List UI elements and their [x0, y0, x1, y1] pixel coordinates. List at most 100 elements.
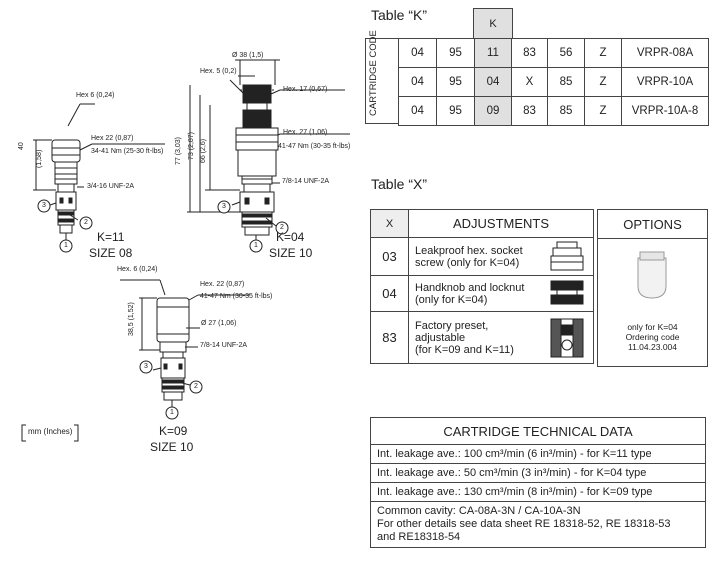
k04-diameter-label: Ø 38 (1,5) — [232, 52, 264, 59]
k11-size-label: SIZE 08 — [89, 246, 133, 260]
table-x: X ADJUSTMENTS 03 Leakproof hex. socket s… — [370, 209, 594, 364]
table-row: Int. leakage ave.: 130 cm³/min (8 in³/mi… — [370, 482, 706, 502]
table-row: Int. leakage ave.: 100 cm³/min (6 in³/mi… — [370, 444, 706, 464]
table-row: 04 95 11 83 56 Z VRPR-08A — [398, 38, 709, 68]
port-1-marker — [249, 239, 263, 253]
table-row: 04 Handknob and locknut (only for K=04) — [370, 275, 594, 312]
adjustment-line: (for K=09 and K=11) — [415, 343, 514, 356]
table-cell-k: 04 — [474, 67, 512, 97]
table-cell: 95 — [436, 38, 475, 68]
table-cell: 95 — [436, 96, 475, 126]
handknob-icon — [550, 280, 584, 305]
table-row: Common cavity: CA-08A-3N / CA-10A-3N For… — [370, 501, 706, 548]
port-1-marker — [165, 406, 179, 420]
table-row: 04 95 09 83 85 Z VRPR-10A-8 — [398, 96, 709, 126]
adjustment-line: (only for K=04) — [415, 293, 488, 306]
options-box: OPTIONS only for K=04 Ordering code 11.0… — [597, 209, 708, 367]
k11-hex6-label: Hex 6 (0,24) — [76, 92, 115, 99]
adjustment-line: Leakproof hex. socket — [415, 244, 523, 257]
adjustment-line: Handknob and locknut — [415, 281, 525, 294]
adjustment-line: Factory preset, — [415, 319, 489, 332]
k04-torque-label: 41-47 Nm (30-35 ft-lbs) — [278, 143, 351, 150]
tech-note: Common cavity: CA-08A-3N / CA-10A-3N — [377, 505, 581, 517]
port-2-marker — [79, 216, 93, 230]
tech-row: Int. leakage ave.: 130 cm³/min (8 in³/mi… — [370, 482, 706, 502]
adjustment-line: adjustable — [415, 331, 466, 344]
table-k-row-header-label: CARTRIDGE CODE — [368, 30, 379, 116]
tech-note: For other details see data sheet RE 1831… — [377, 518, 671, 530]
table-cell-code: VRPR-10A — [621, 67, 709, 97]
k09-torque-label: 41-47 Nm (30-35 ft-lbs) — [200, 293, 273, 300]
port-3-marker — [139, 360, 153, 374]
port-label: 3 — [222, 203, 226, 210]
k09-hex22-label: Hex. 22 (0,87) — [200, 281, 245, 288]
port-2-marker — [275, 221, 289, 235]
tech-row: Int. leakage ave.: 100 cm³/min (6 in³/mi… — [370, 444, 706, 464]
k09-diameter-label: Ø 27 (1,06) — [201, 320, 237, 327]
table-cell: Z — [584, 38, 622, 68]
table-row: Int. leakage ave.: 50 cm³/min (3 in³/min… — [370, 463, 706, 483]
table-cell-k: 09 — [474, 96, 512, 126]
port-label: 3 — [42, 202, 46, 209]
options-line: only for K=04 — [627, 322, 678, 332]
table-cell: 85 — [547, 67, 585, 97]
port-label: 1 — [170, 409, 174, 416]
k09-thread-label: 7/8-14 UNF-2A — [200, 342, 248, 349]
port-3-marker — [217, 200, 231, 214]
k04-height-73: 73 (2,87) — [188, 131, 195, 160]
options-line: Ordering code — [625, 332, 680, 342]
table-cell-code: VRPR-10A-8 — [621, 96, 709, 126]
table-cell: 95 — [436, 67, 475, 97]
cartridge-k11-outline — [51, 139, 81, 234]
table-cell: 04 — [398, 38, 437, 68]
adjustment-cell: Leakproof hex. socket screw (only for K=… — [408, 237, 594, 276]
table-k-title: Table “K” — [371, 7, 428, 23]
table-cell: 56 — [547, 38, 585, 68]
table-cell: Z — [584, 67, 622, 97]
tech-row: Int. leakage ave.: 50 cm³/min (3 in³/min… — [370, 463, 706, 483]
options-line: 11.04.23.004 — [628, 342, 677, 352]
adjustment-cell: Handknob and locknut (only for K=04) — [408, 275, 594, 312]
adjustment-line: screw (only for K=04) — [415, 256, 520, 269]
table-cell-k: 11 — [474, 38, 512, 68]
table-cell: Z — [584, 96, 622, 126]
table-cell: 85 — [547, 96, 585, 126]
table-cell-code: VRPR-08A — [621, 38, 709, 68]
port-2-marker — [189, 380, 203, 394]
k04-hex17-label: Hex. 17 (0,67) — [283, 86, 328, 93]
table-k-row-header — [365, 38, 399, 124]
table-row: 04 95 04 X 85 Z VRPR-10A — [398, 67, 709, 97]
port-label: 2 — [280, 224, 284, 231]
port-label: 3 — [144, 363, 148, 370]
x-code: 03 — [370, 237, 409, 276]
cartridge-k09-outline — [156, 297, 190, 401]
table-header-row: X ADJUSTMENTS — [370, 209, 594, 238]
k11-hex22-label: Hex 22 (0,87) — [91, 135, 134, 142]
k04-thread-label: 7/8-14 UNF-2A — [282, 178, 330, 185]
socket-screw-icon — [550, 241, 584, 271]
cartridge-k04-outline — [235, 84, 279, 236]
cartridge-drawings — [21, 59, 350, 442]
k04-height-77: 77 (3,03) — [175, 136, 182, 165]
k04-height-66: 66 (2,6) — [200, 138, 207, 163]
adjustment-cell: Factory preset, adjustable (for K=09 and… — [408, 311, 594, 364]
port-3-marker — [37, 199, 51, 213]
table-cell: X — [511, 67, 548, 97]
table-cell: 04 — [398, 67, 437, 97]
table-x-title: Table “X” — [371, 176, 428, 192]
tech-notes: Common cavity: CA-08A-3N / CA-10A-3N For… — [370, 501, 706, 548]
tech-header-row: CARTRIDGE TECHNICAL DATA — [370, 417, 706, 445]
tech-note: and RE18318-54 — [377, 531, 461, 543]
tech-title: CARTRIDGE TECHNICAL DATA — [370, 417, 706, 445]
port-label: 1 — [254, 242, 258, 249]
k04-hex27-label: Hex. 27 (1,06) — [283, 129, 328, 136]
k09-label: K=09 — [159, 424, 188, 438]
k04-label: K=04 — [276, 230, 305, 244]
port-label: 2 — [194, 383, 198, 390]
k11-torque-label: 34-41 Nm (25-30 ft-lbs) — [91, 148, 164, 155]
port-1-marker — [59, 239, 73, 253]
port-label: 1 — [64, 242, 68, 249]
col-adjustments-header: ADJUSTMENTS — [408, 209, 594, 238]
technical-data-table: CARTRIDGE TECHNICAL DATA Int. leakage av… — [370, 417, 706, 548]
col-x-header: X — [370, 209, 409, 238]
